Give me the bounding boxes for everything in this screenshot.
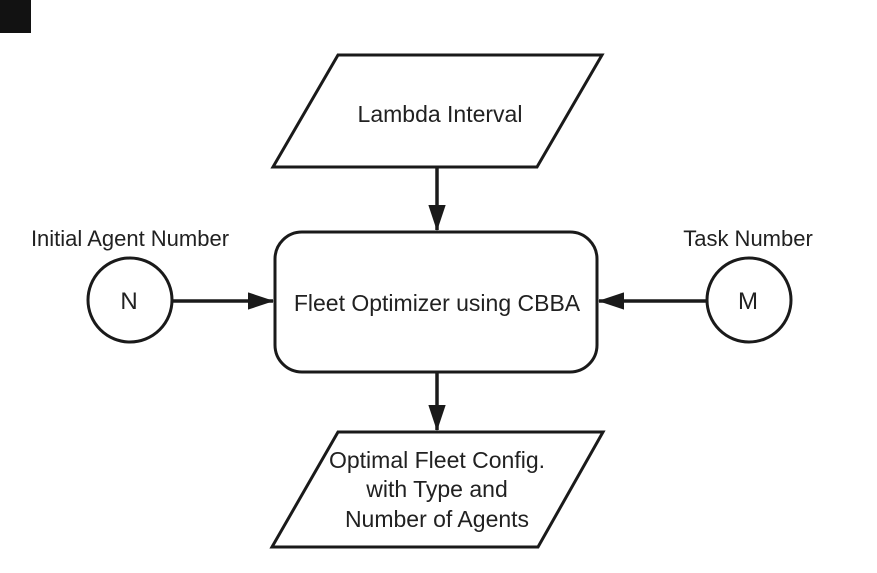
node-lambda-interval xyxy=(270,53,605,169)
node-task-symbol: M xyxy=(738,288,758,315)
node-output-line-1: Optimal Fleet Config. xyxy=(329,447,545,473)
node-lambda-interval-label: Lambda Interval xyxy=(358,101,523,127)
node-task-circle xyxy=(705,256,793,344)
node-fleet-optimizer xyxy=(273,230,599,374)
node-initial-agent-circle xyxy=(86,256,174,344)
task-caption: Task Number xyxy=(683,226,813,251)
node-output-line-3: Number of Agents xyxy=(345,506,529,532)
node-output xyxy=(269,430,606,549)
node-initial-agent-symbol: N xyxy=(120,288,137,315)
corner-marker xyxy=(0,0,31,33)
initial-agent-caption: Initial Agent Number xyxy=(31,226,229,251)
node-output-line-2: with Type and xyxy=(365,476,508,502)
node-fleet-optimizer-label: Fleet Optimizer using CBBA xyxy=(294,290,581,316)
